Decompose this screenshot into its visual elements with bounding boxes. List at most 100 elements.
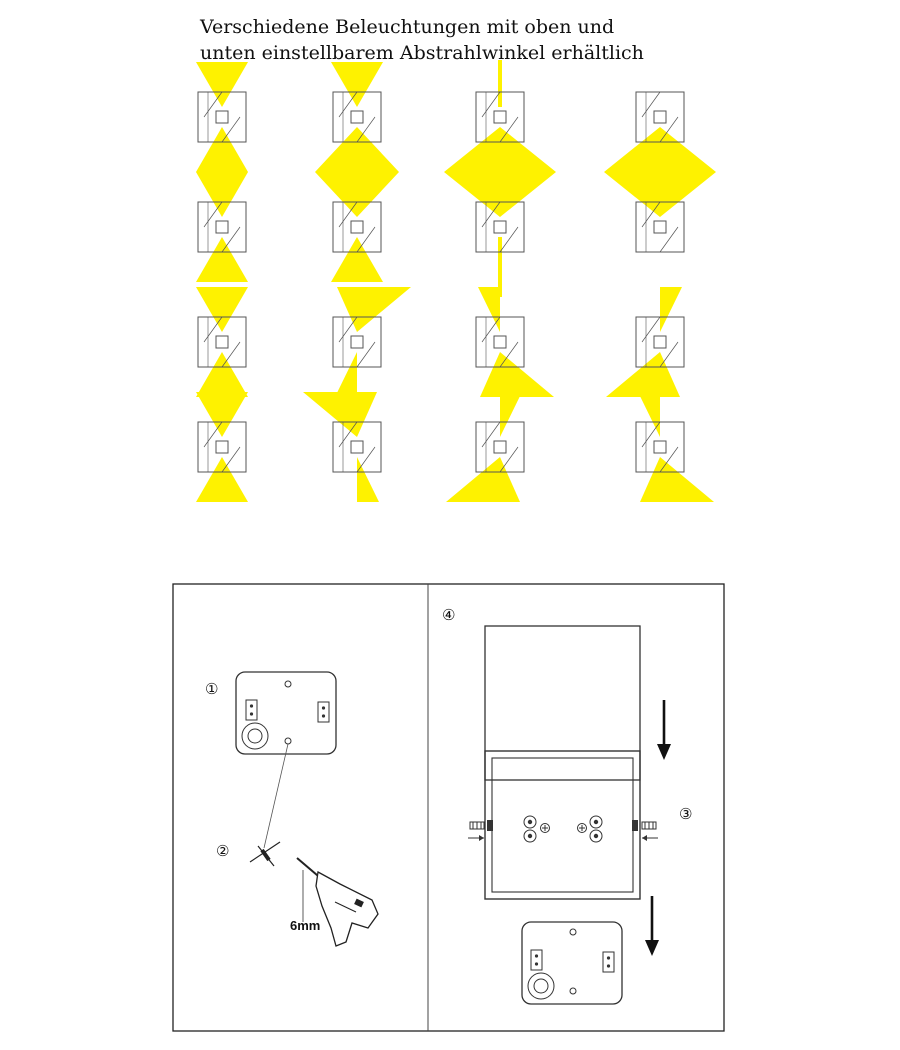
reflector-line <box>221 116 241 143</box>
mounting-plate-left <box>235 671 337 755</box>
light-beam <box>478 287 500 332</box>
arrow-down-icon <box>645 896 659 956</box>
mounting-plate-right <box>521 921 623 1005</box>
light-beam <box>315 127 399 172</box>
light-beam <box>303 392 377 437</box>
light-beam <box>446 457 520 502</box>
reflector-line <box>481 316 501 343</box>
light-beam <box>196 457 248 502</box>
light-beam <box>196 392 248 437</box>
reflector-line <box>221 341 241 368</box>
reflector-line <box>499 446 519 473</box>
light-beam <box>444 172 556 217</box>
beam-variant-r1c3 <box>444 60 556 172</box>
lamp-housing <box>484 625 641 781</box>
light-beam <box>604 127 716 172</box>
reflector-line <box>659 446 679 473</box>
reflector-line <box>659 116 679 143</box>
step-4-label: ④ <box>442 606 455 624</box>
led-module <box>653 335 667 349</box>
reflector-line <box>338 91 358 118</box>
reflector-line <box>356 341 376 368</box>
reflector-line <box>659 341 679 368</box>
reflector-line <box>203 201 223 228</box>
light-beam <box>335 352 357 397</box>
reflector-line <box>203 316 223 343</box>
light-beam <box>606 352 680 397</box>
led-module <box>215 335 229 349</box>
beam-variant-r1c4 <box>604 91 716 172</box>
reflector-line <box>356 116 376 143</box>
led-module <box>493 335 507 349</box>
light-beam <box>640 457 714 502</box>
led-module <box>215 110 229 124</box>
beam-variant-r2c4 <box>604 172 716 253</box>
light-beam <box>331 62 383 107</box>
led-module <box>350 220 364 234</box>
beam-variant-r4c1 <box>196 392 248 502</box>
light-beam <box>196 352 248 397</box>
guide-line <box>263 743 289 849</box>
wall-mark-cross <box>249 841 281 867</box>
reflector-line <box>659 226 679 253</box>
led-module <box>493 220 507 234</box>
reflector-line <box>481 421 501 448</box>
light-beam <box>480 352 554 397</box>
beam-variant-r1c1 <box>196 62 248 172</box>
caption-line-2: unten einstellbarem Abstrahlwinkel erhäl… <box>200 42 644 64</box>
light-beam <box>638 392 660 437</box>
led-module <box>653 220 667 234</box>
reflector-line <box>499 116 519 143</box>
light-beam <box>196 287 248 332</box>
led-module <box>653 440 667 454</box>
reflector-line <box>499 226 519 253</box>
reflector-line <box>221 226 241 253</box>
step-3-label: ③ <box>679 805 692 823</box>
reflector-line <box>641 421 661 448</box>
reflector-line <box>338 201 358 228</box>
step-1-label: ① <box>205 680 218 698</box>
light-beam <box>337 287 411 332</box>
reflector-line <box>641 91 661 118</box>
light-beam <box>196 127 248 172</box>
beam-angle-grid <box>196 60 716 502</box>
caption-line-1: Verschiedene Beleuchtungen mit oben und <box>200 16 615 38</box>
led-module <box>215 220 229 234</box>
led-module <box>493 110 507 124</box>
reflector-line <box>641 316 661 343</box>
reflector-line <box>338 316 358 343</box>
beam-variant-r1c2 <box>315 62 399 172</box>
light-beam <box>196 62 248 107</box>
beam-variant-r2c2 <box>315 172 399 282</box>
beam-variant-r2c3 <box>444 172 556 297</box>
led-module <box>493 440 507 454</box>
reflector-line <box>481 91 501 118</box>
drill-icon <box>296 857 379 947</box>
light-beam <box>196 237 248 282</box>
step-2-label: ② <box>216 842 229 860</box>
arrow-down-icon <box>657 700 671 760</box>
light-beam <box>331 237 383 282</box>
light-beam <box>315 172 399 217</box>
reflector-line <box>481 201 501 228</box>
reflector-line <box>499 341 519 368</box>
light-beam <box>660 287 682 332</box>
reflector-line <box>356 446 376 473</box>
beam-variant-r2c1 <box>196 172 248 282</box>
led-module <box>350 440 364 454</box>
reflector-line <box>641 201 661 228</box>
beam-variant-r3c3 <box>475 287 554 397</box>
light-beam <box>498 60 502 107</box>
side-screw-right <box>632 820 658 841</box>
reflector-line <box>338 421 358 448</box>
light-beam <box>604 172 716 217</box>
installation-frame <box>172 583 725 1032</box>
light-beam <box>500 392 522 437</box>
reflector-line <box>356 226 376 253</box>
beam-variant-r3c2 <box>332 287 411 397</box>
led-module <box>215 440 229 454</box>
mounting-bracket <box>484 750 641 900</box>
side-screw-left <box>468 820 493 841</box>
light-beam <box>196 172 248 217</box>
caption-title: Verschiedene Beleuchtungen mit oben und … <box>200 14 760 66</box>
